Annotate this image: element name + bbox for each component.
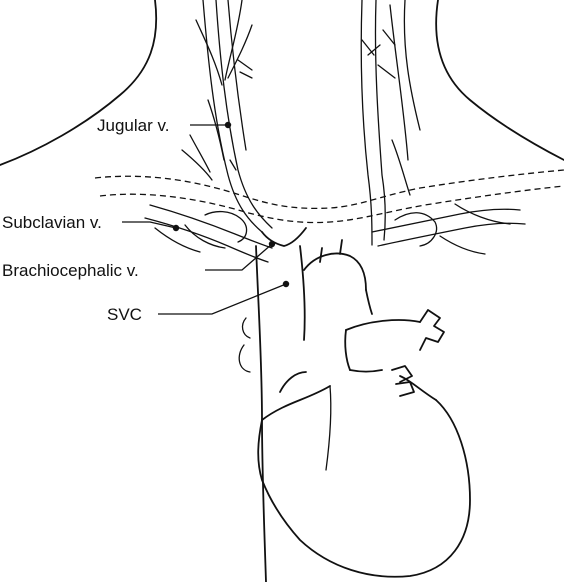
superior-vena-cava — [238, 227, 307, 582]
jugular-label: Jugular v. — [97, 116, 169, 135]
svc-label: SVC — [107, 305, 142, 324]
svc-pointer-dot — [282, 280, 290, 288]
right-jugular-vein — [360, 0, 421, 246]
subclavian-pointer-dot — [172, 224, 180, 232]
left-jugular-vein — [181, 0, 273, 233]
aortic-arch — [303, 239, 373, 315]
right-subclavian-vein — [371, 203, 526, 255]
brachiocephalic-label: Brachiocephalic v. — [2, 261, 139, 280]
subclavian-label: Subclavian v. — [2, 213, 102, 232]
subclavian-leader — [122, 221, 177, 229]
neck-outline — [0, 0, 564, 166]
brachiocephalic-leader — [205, 243, 273, 271]
jugular-pointer-dot — [224, 121, 232, 129]
clavicle-outlines — [94, 169, 564, 224]
label-leaders — [122, 121, 290, 315]
svc-leader — [158, 283, 287, 315]
pulmonary-trunk — [344, 309, 445, 371]
brachiocephalic-pointer-dot — [268, 240, 276, 248]
heart-outline — [257, 365, 471, 578]
